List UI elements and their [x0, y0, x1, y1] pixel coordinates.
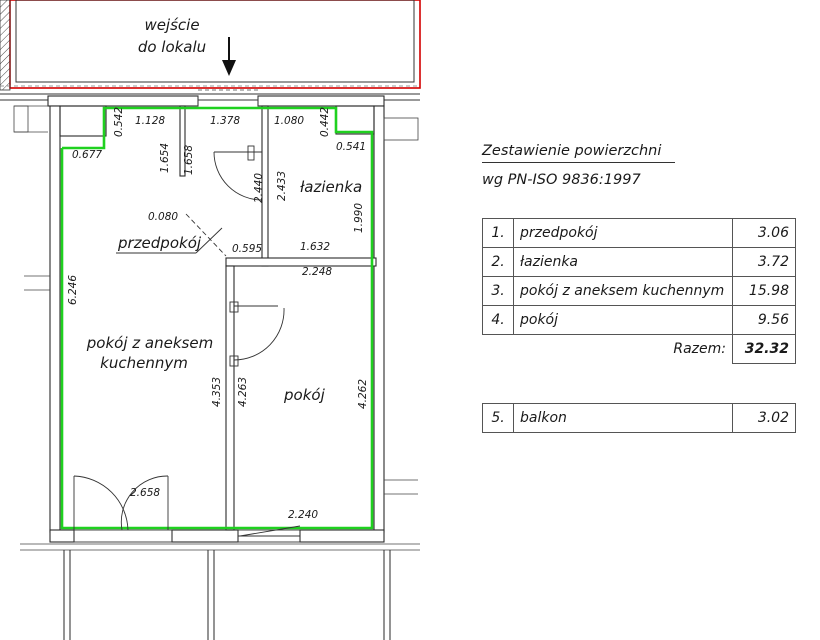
room-label-bathroom: łazienka: [300, 178, 362, 196]
dim-6246: 6.246: [67, 275, 79, 305]
table-row: 5. balkon 3.02: [482, 403, 796, 433]
row-number: 5.: [482, 403, 514, 433]
walls: [47, 95, 385, 543]
row-number: 2.: [482, 247, 514, 277]
dim-2240: 2.240: [288, 509, 318, 521]
entrance-label-line2: do lokalu: [138, 38, 206, 56]
row-number: 3.: [482, 276, 514, 306]
table-row: 3. pokój z aneksem kuchennym 15.98: [482, 276, 796, 306]
apartment-outline: [60, 106, 374, 530]
dim-4263: 4.263: [237, 377, 249, 407]
summary-title-line2: wg PN-ISO 9836:1997: [482, 172, 641, 188]
dim-1654: 1.654: [159, 143, 171, 173]
table-row: 1. przedpokój 3.06: [482, 218, 796, 248]
dim-1378: 1.378: [210, 115, 240, 127]
room-name: pokój: [513, 305, 733, 335]
room-label-hall: przedpokój: [117, 234, 202, 252]
room-label-living-line2: kuchennym: [100, 354, 188, 372]
room-name: balkon: [513, 403, 733, 433]
dim-2658: 2.658: [130, 487, 160, 499]
dim-1080: 1.080: [274, 115, 304, 127]
dim-1990: 1.990: [353, 203, 365, 233]
entrance-label-line1: wejście: [144, 16, 199, 34]
room-area: 3.02: [732, 403, 796, 433]
balcony: [63, 550, 391, 640]
total-value: 32.32: [732, 334, 796, 364]
dim-2433: 2.433: [276, 171, 288, 201]
balcony-area-table: 5. balkon 3.02: [482, 403, 796, 433]
extension-lines: [13, 89, 420, 551]
room-area: 3.72: [732, 247, 796, 277]
room-name: łazienka: [513, 247, 733, 277]
dim-1128: 1.128: [135, 115, 165, 127]
entrance-arrow-icon: [222, 37, 236, 76]
doors: [73, 145, 301, 543]
room-area: 9.56: [732, 305, 796, 335]
total-row: Razem: 32.32: [483, 334, 796, 364]
summary-title-line1: Zestawienie powierzchni: [482, 140, 676, 163]
dim-2440: 2.440: [253, 173, 265, 203]
dim-0542: 0.542: [113, 107, 125, 137]
area-summary: Zestawienie powierzchni wg PN-ISO 9836:1…: [482, 140, 802, 191]
dim-2248: 2.248: [302, 266, 332, 278]
room-label-living-line1: pokój z aneksem: [86, 334, 213, 352]
room-name: pokój z aneksem kuchennym: [513, 276, 733, 306]
room-area: 3.06: [732, 218, 796, 248]
row-number: 4.: [482, 305, 514, 335]
corridor: [0, 0, 421, 101]
floor-plan: wejście do lokalu: [0, 0, 421, 640]
room-name: przedpokój: [513, 218, 733, 248]
rooms-area-table: 1. przedpokój 3.06 2. łazienka 3.72 3. p…: [482, 218, 796, 364]
room-label-bedroom: pokój: [283, 386, 326, 404]
dim-0442: 0.442: [319, 107, 331, 137]
dim-1658: 1.658: [183, 145, 195, 175]
dim-4262: 4.262: [357, 379, 369, 409]
table-row: 2. łazienka 3.72: [482, 247, 796, 277]
summary-title: Zestawienie powierzchni wg PN-ISO 9836:1…: [482, 140, 802, 191]
room-area: 15.98: [732, 276, 796, 306]
dim-0677: 0.677: [72, 149, 102, 161]
dim-1632: 1.632: [300, 241, 330, 253]
dim-0595: 0.595: [232, 243, 262, 255]
dim-4353: 4.353: [211, 377, 223, 407]
dimension-labels: 0.542 1.128 1.378 1.080 0.442 0.677 0.54…: [67, 107, 369, 521]
total-label: Razem:: [673, 341, 726, 358]
row-number: 1.: [482, 218, 514, 248]
dim-0080: 0.080: [148, 211, 178, 223]
dim-0541: 0.541: [336, 141, 366, 153]
table-row: 4. pokój 9.56: [482, 305, 796, 335]
